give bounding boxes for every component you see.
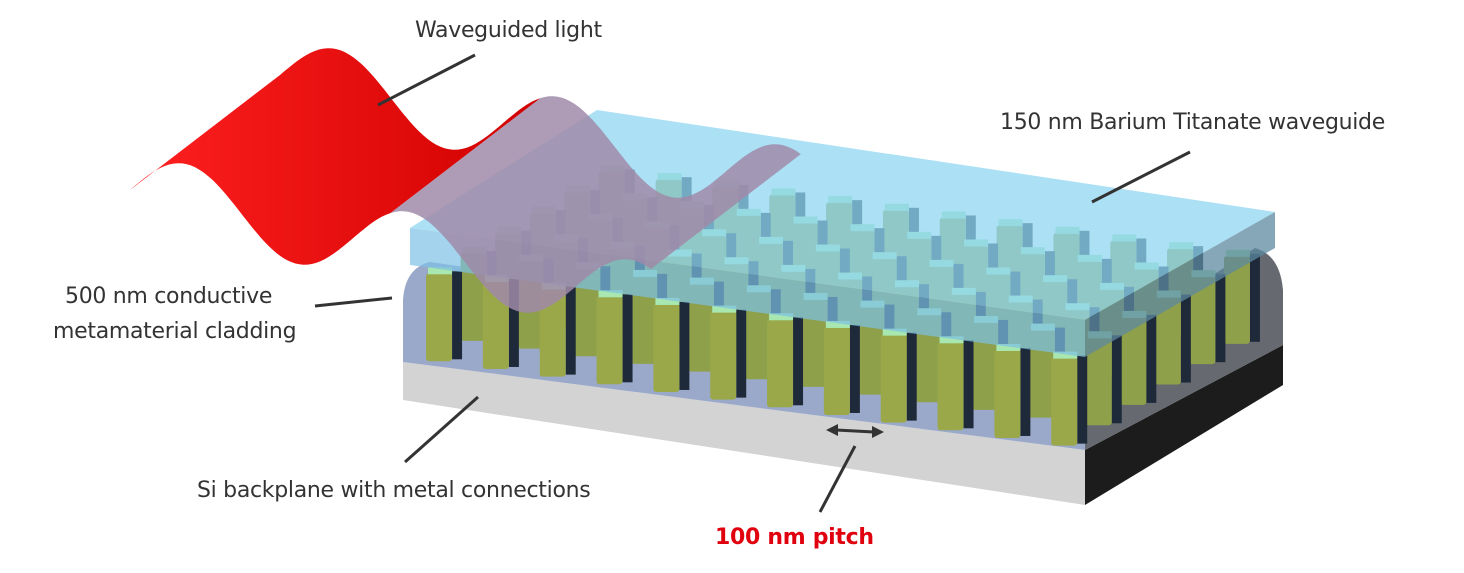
label-waveguided-light: Waveguided light: [415, 18, 602, 43]
pillar: [426, 267, 463, 362]
pillar: [823, 320, 860, 415]
pillar: [767, 313, 804, 408]
label-backplane: Si backplane with metal connections: [197, 478, 591, 503]
substrate-side: [1085, 345, 1283, 505]
label-pitch: 100 nm pitch: [715, 525, 874, 550]
pitch-arrow-icon: [826, 424, 884, 438]
pillar: [1051, 351, 1088, 446]
label-cladding-line1: 500 nm conductive: [65, 284, 273, 309]
pillar: [937, 336, 974, 431]
waveguided-light-wave: [130, 48, 801, 313]
pillar: [596, 290, 633, 385]
leader-lines: [314, 53, 1191, 513]
pillar: [994, 343, 1031, 438]
wave-red-segment: [130, 48, 541, 265]
pillar: [710, 305, 747, 400]
label-cladding-line2: metamaterial cladding: [53, 319, 297, 344]
pillar: [880, 328, 917, 423]
label-waveguide: 150 nm Barium Titanate waveguide: [1000, 110, 1385, 135]
waveguide-side: [1085, 212, 1275, 357]
wave-guided-segment: [390, 96, 801, 313]
pillar: [653, 297, 690, 392]
substrate-front: [403, 362, 1085, 505]
